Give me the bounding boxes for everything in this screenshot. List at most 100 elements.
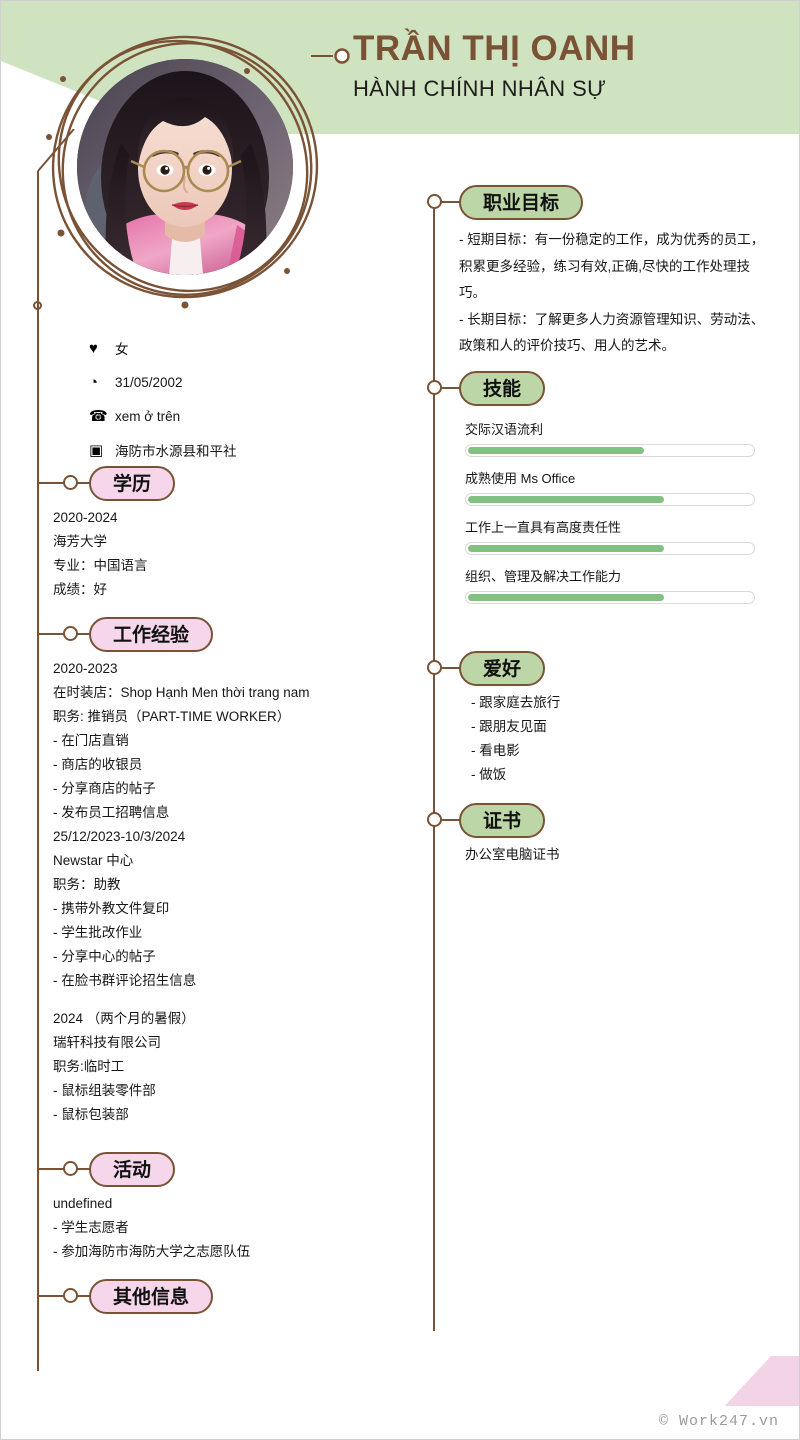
skill-label: 交际汉语流利: [465, 422, 544, 437]
work-line: - 学生批改作业: [53, 925, 143, 940]
node-ring: [427, 660, 442, 675]
section-work-title[interactable]: 工作经验: [89, 617, 214, 652]
objective-line: - 短期目标：有一份稳定的工作，成为优秀的员工，积累更多经验，练习有效,正确,尽…: [459, 232, 765, 300]
skill-bar-fill: [468, 496, 664, 503]
contact-item-birthdate: ◔ 31/05/2002: [89, 365, 379, 399]
contact-item-gender: ♥ 女: [89, 331, 379, 365]
work-line: - 在门店直销: [53, 733, 129, 748]
certificate-line: 办公室电脑证书: [465, 847, 560, 862]
contact-value-gender: 女: [115, 342, 129, 357]
skill-label: 工作上一直具有高度责任性: [465, 520, 622, 535]
work-line: 在时装店：Shop Hạnh Men thời trang nam: [53, 685, 310, 700]
contact-list: ♥ 女 ◔ 31/05/2002 ☎ xem ở trên ▣ 海防市水源县和平…: [89, 331, 379, 467]
name-connector-line: [311, 48, 350, 64]
node-arm: [435, 667, 467, 669]
edu-line: 海芳大学: [53, 534, 107, 549]
work-line: - 发布员工招聘信息: [53, 805, 170, 820]
section-work-head: 工作经验: [37, 615, 397, 653]
contact-card-icon: ▣: [89, 441, 104, 459]
section-activities-body: undefined - 学生志愿者 - 参加海防市海防大学之志愿队伍: [53, 1192, 387, 1264]
clock-icon: ◔: [89, 373, 99, 391]
skill-bar-track: [465, 493, 755, 506]
heart-icon: ♥: [89, 339, 98, 357]
section-education-title[interactable]: 学历: [89, 466, 176, 501]
edu-line: 成绩：好: [53, 582, 107, 597]
work-line: 2020-2023: [53, 661, 118, 676]
skill-item: 组织、管理及解决工作能力: [465, 566, 755, 604]
section-objective-title[interactable]: 职业目标: [459, 185, 584, 220]
section-education-head: 学历: [37, 464, 387, 502]
section-certificates-head: 证书: [427, 801, 773, 839]
work-line: - 鼠标包装部: [53, 1107, 129, 1122]
section-hobbies-body: - 跟家庭去旅行 - 跟朋友见面 - 看电影 - 做饭: [471, 691, 773, 787]
skill-item: 交际汉语流利: [465, 419, 755, 457]
hobby-line: - 做饭: [471, 767, 507, 782]
skill-item: 工作上一直具有高度责任性: [465, 517, 755, 555]
section-other-head: 其他信息: [37, 1277, 387, 1315]
section-hobbies: 爱好 - 跟家庭去旅行 - 跟朋友见面 - 看电影 - 做饭: [427, 649, 773, 787]
contact-value-birthdate: 31/05/2002: [115, 374, 183, 390]
skill-bar-fill: [468, 545, 664, 552]
contact-item-phone: ☎ xem ở trên: [89, 399, 379, 433]
photo-stem-diagonal: [37, 129, 75, 172]
work-line: 2024 （两个月的暑假）: [53, 1011, 195, 1026]
section-objective-body: - 短期目标：有一份稳定的工作，成为优秀的员工，积累更多经验，练习有效,正确,尽…: [459, 227, 767, 360]
node-ring: [63, 626, 78, 641]
phone-icon: ☎: [89, 407, 108, 425]
work-line: - 商店的收银员: [53, 757, 143, 772]
work-line: - 鼠标组装零件部: [53, 1083, 156, 1098]
footer-mask: [1, 1406, 799, 1439]
section-other-information: 其他信息: [37, 1277, 387, 1315]
edu-line: 专业：中国语言: [53, 558, 148, 573]
section-certificates: 证书 办公室电脑证书: [427, 801, 773, 867]
section-certificates-body: 办公室电脑证书: [465, 843, 773, 867]
section-other-title[interactable]: 其他信息: [89, 1279, 214, 1314]
section-work-body: 2020-2023 在时装店：Shop Hạnh Men thời trang …: [53, 657, 397, 1127]
work-line: 职务:临时工: [53, 1059, 125, 1074]
activity-line: - 参加海防市海防大学之志愿队伍: [53, 1244, 251, 1259]
node-arm: [435, 201, 467, 203]
node-ring: [427, 812, 442, 827]
section-activities: 活动 undefined - 学生志愿者 - 参加海防市海防大学之志愿队伍: [37, 1150, 387, 1264]
hobby-line: - 跟朋友见面: [471, 719, 547, 734]
section-skills-head: 技能: [427, 369, 773, 407]
skills-list: 交际汉语流利 成熟使用 Ms Office 工作上一直具有高度责任性 组织、管理…: [465, 419, 755, 604]
section-hobbies-head: 爱好: [427, 649, 773, 687]
work-line: - 在脸书群评论招生信息: [53, 973, 197, 988]
section-skills-title[interactable]: 技能: [459, 371, 546, 406]
work-line: 瑞轩科技有限公司: [53, 1035, 161, 1050]
section-activities-title[interactable]: 活动: [89, 1152, 176, 1187]
section-hobbies-title[interactable]: 爱好: [459, 651, 546, 686]
work-line-gap: [53, 993, 397, 1007]
skill-bar-track: [465, 444, 755, 457]
profile-photo-wrap: [46, 35, 319, 309]
work-line: 25/12/2023-10/3/2024: [53, 829, 186, 844]
contact-value-phone: xem ở trên: [115, 408, 181, 424]
skill-label: 组织、管理及解决工作能力: [465, 569, 622, 584]
node-arm: [435, 387, 467, 389]
profile-photo: [77, 59, 293, 275]
section-objective: 职业目标 - 短期目标：有一份稳定的工作，成为优秀的员工，积累更多经验，练习有效…: [427, 183, 773, 360]
node-ring: [63, 1288, 78, 1303]
right-timeline-spine: [433, 201, 435, 1331]
skill-bar-track: [465, 591, 755, 604]
section-education: 学历 2020-2024 海芳大学 专业：中国语言 成绩：好: [37, 464, 387, 602]
name-block: TRẦN THỊ OANH HÀNH CHÍNH NHÂN SỰ: [353, 29, 783, 102]
work-line: Newstar 中心: [53, 853, 134, 868]
node-ring: [63, 1161, 78, 1176]
edu-line: 2020-2024: [53, 510, 118, 525]
section-activities-head: 活动: [37, 1150, 387, 1188]
objective-line: - 长期目标：了解更多人力资源管理知识、劳动法、政策和人的评价技巧、用人的艺术。: [459, 311, 765, 354]
candidate-name: TRẦN THỊ OANH: [353, 29, 636, 68]
left-timeline-spine: [37, 301, 39, 1371]
node-ring: [427, 194, 442, 209]
hobby-line: - 看电影: [471, 743, 520, 758]
skill-bar-track: [465, 542, 755, 555]
work-line: 职务：助教: [53, 877, 121, 892]
work-line: - 分享中心的帖子: [53, 949, 156, 964]
section-skills: 技能 交际汉语流利 成熟使用 Ms Office 工作上一直具有高度责任性: [427, 369, 773, 615]
activity-line: - 学生志愿者: [53, 1220, 129, 1235]
section-certificates-title[interactable]: 证书: [459, 803, 546, 838]
section-education-body: 2020-2024 海芳大学 专业：中国语言 成绩：好: [53, 506, 387, 602]
